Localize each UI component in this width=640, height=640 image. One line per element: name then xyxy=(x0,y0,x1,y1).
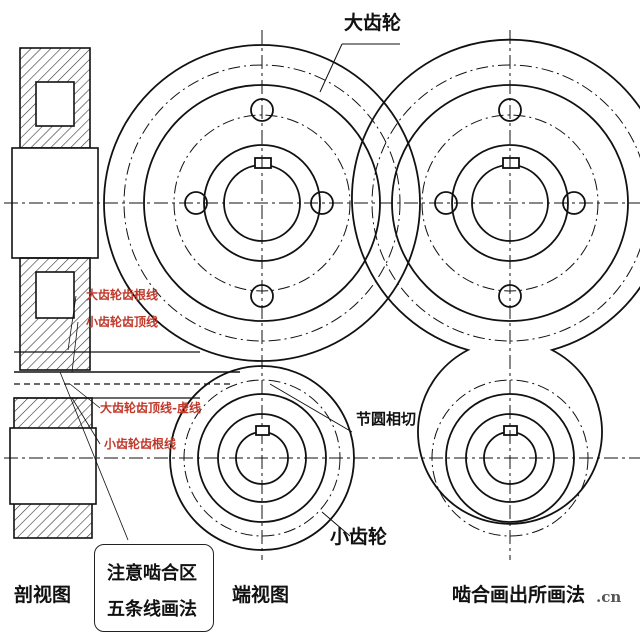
watermark-text: .cn xyxy=(596,588,622,606)
meshing-note-box: 注意啮合区 五条线画法 xyxy=(94,544,214,632)
meshing-view xyxy=(351,30,640,560)
big-gear-pitch-circle xyxy=(123,64,401,342)
note-line-1: 注意啮合区 xyxy=(107,563,197,584)
annotation-big-gear-tip-dashed: 大齿轮齿顶线-虚线 xyxy=(100,401,201,415)
small-gear-root-circle xyxy=(197,393,327,523)
note-line-2: 五条线画法 xyxy=(107,599,197,620)
small-gear-outer-circle xyxy=(169,365,355,551)
big-gear-keyway xyxy=(254,157,272,169)
big-gear-hole-left xyxy=(184,191,208,215)
section-view xyxy=(4,47,640,541)
small-gear-label: 小齿轮 xyxy=(330,526,388,548)
mesh-small-pitch-circle xyxy=(431,379,589,537)
annotation-big-gear-root: 大齿轮齿根线 xyxy=(86,288,159,302)
mesh-outline xyxy=(351,38,640,525)
meshing-view-label: 啮合画出所画法 xyxy=(452,584,586,606)
small-gear-pitch-circle xyxy=(183,379,341,537)
annotation-small-gear-tip: 小齿轮齿顶线 xyxy=(86,315,159,329)
annotation-small-gear-root: 小齿轮齿根线 xyxy=(104,437,177,451)
big-gear-hole-right xyxy=(310,191,334,215)
small-gear-keyway xyxy=(255,425,270,436)
section-view-label: 剖视图 xyxy=(14,584,72,606)
small-gear-hub-circle xyxy=(217,413,307,503)
label-leaders xyxy=(269,43,400,537)
end-view-label: 端视图 xyxy=(232,584,290,606)
end-view xyxy=(103,30,421,560)
big-gear-label: 大齿轮 xyxy=(344,12,402,34)
pitch-tangent-label: 节圆相切 xyxy=(356,410,417,428)
small-gear-bore xyxy=(9,427,97,505)
